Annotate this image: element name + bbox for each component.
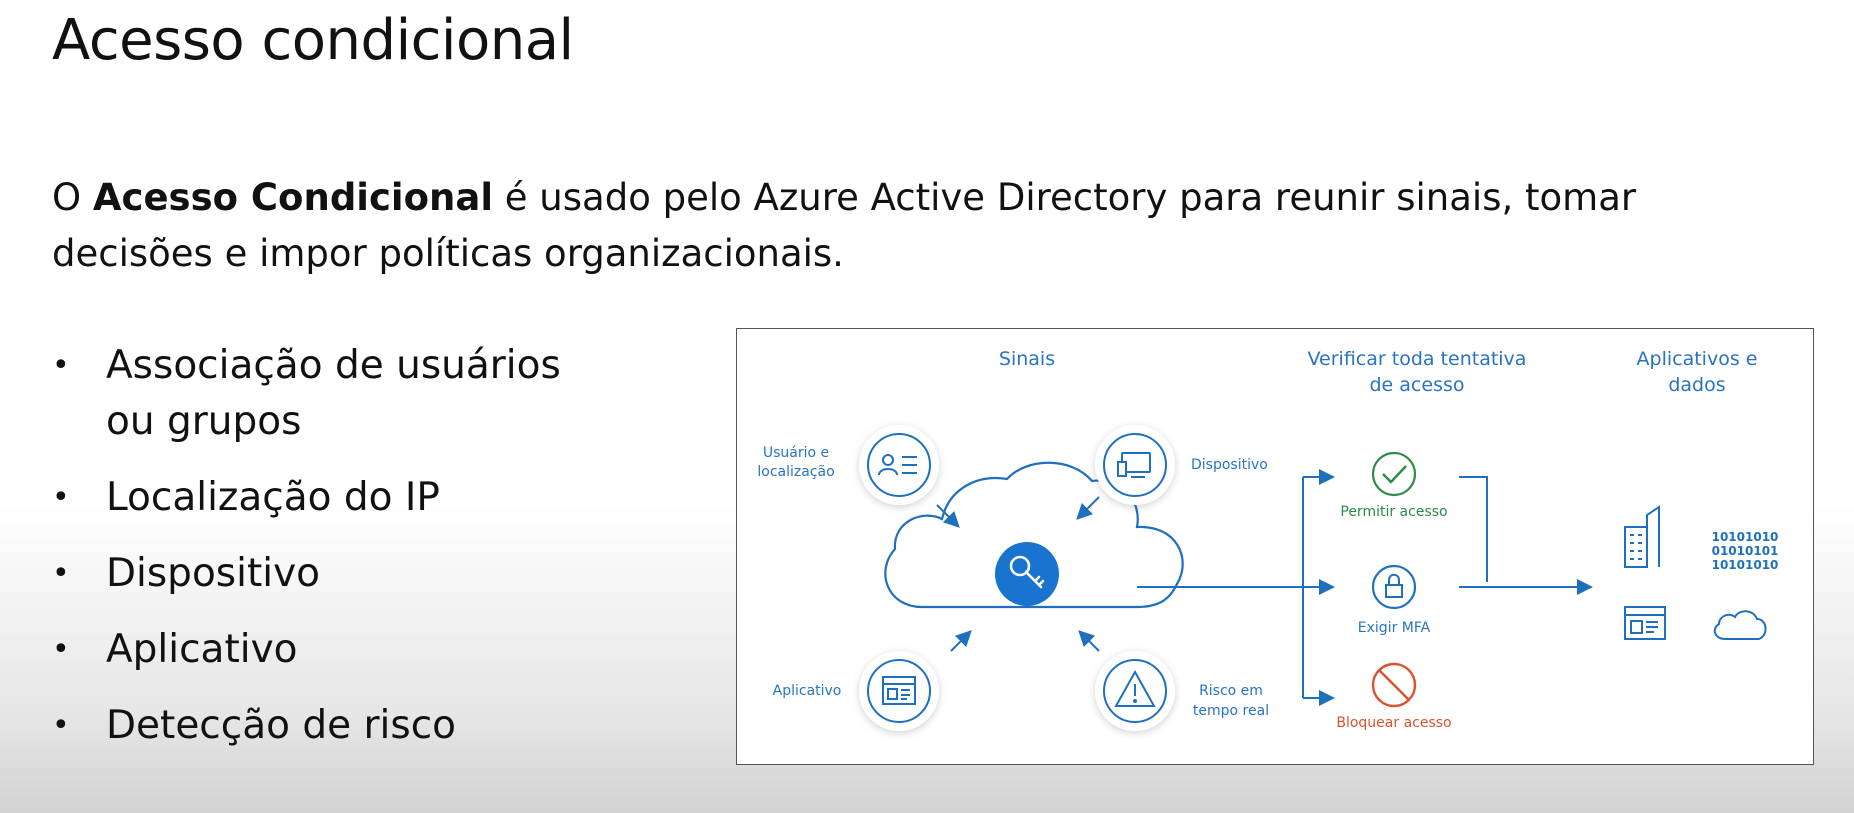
cloud-shape [884,461,1184,609]
decision-block: Bloquear acesso [1336,715,1451,731]
app-signal [859,651,939,731]
bullet-item: • Detecção de risco [52,698,666,754]
bullet-text: Aplicativo [106,627,298,672]
signal-user-line1: Usuário e [763,445,829,461]
binary-data-icon: 10101010 01010101 10101010 [1712,530,1779,572]
building-icon [1624,505,1660,568]
bullet-text: Associação de usuários [106,343,561,388]
cloud-icon [1713,610,1767,640]
intro-prefix: O [52,176,93,219]
decision-mfa: Exigir MFA [1358,620,1431,636]
signal-user-line2: localização [757,464,834,480]
monitor-icon [1117,452,1151,478]
device-signal [1095,425,1175,505]
header-apps-line2: dados [1668,374,1725,396]
binary-row: 01010101 [1712,544,1779,558]
user-location-signal [859,425,939,505]
bullet-item: • Associação de usuários ou grupos [52,338,666,450]
decision-allow: Permitir acesso [1340,504,1447,520]
slide-title: Acesso condicional [52,8,574,73]
bullet-text: Detecção de risco [106,703,456,748]
bullet-dot: • [52,480,70,515]
bullet-text: Dispositivo [106,551,321,596]
bullet-item: • Aplicativo [52,622,666,678]
lock-icon [1371,564,1417,610]
bullet-dot: • [52,708,70,743]
diagram-canvas: Sinais Verificar toda tentativa de acess… [757,348,1779,731]
key-icon [995,542,1059,606]
arrow-app-to-cloud [950,630,972,652]
header-apps-line1: Aplicativos e [1637,348,1758,370]
signal-risk-line1: Risco em [1199,683,1263,699]
connector-allow-to-apps [1459,476,1488,582]
app-window-icon [1624,606,1666,640]
header-verify-line2: de acesso [1370,374,1465,396]
header-signals: Sinais [999,348,1055,370]
user-list-icon [878,454,917,476]
bullet-text: Localização do IP [106,475,440,520]
block-icon [1371,662,1417,708]
app-window-icon [882,676,916,705]
binary-row: 10101010 [1712,530,1779,544]
bullet-list: • Associação de usuários ou grupos • Locali… [52,338,666,754]
intro-paragraph: O Acesso Condicional é usado pelo Azure … [52,170,1752,282]
risk-signal [1095,651,1175,731]
binary-row: 10101010 [1712,558,1779,572]
warning-icon [1114,669,1156,707]
bullet-dot: • [52,348,70,383]
header-verify-line1: Verificar toda tentativa [1308,348,1527,370]
bullet-dot: • [52,632,70,667]
check-icon [1371,451,1417,497]
bullet-dot: • [52,556,70,591]
arrow-risk-to-cloud [1078,630,1100,652]
conditional-access-diagram: Sinais Verificar toda tentativa de acess… [736,328,1814,765]
signal-risk-line2: tempo real [1193,703,1269,719]
arrow-user-to-cloud [936,504,960,528]
arrow-device-to-cloud [1076,496,1100,520]
bullet-item: • Localização do IP [52,470,666,526]
intro-rest: é usado pelo Azure Active Directory para… [52,176,1637,275]
signal-app: Aplicativo [773,683,842,699]
bullet-text-line2: ou grupos [106,399,302,444]
bullet-item: • Dispositivo [52,546,666,602]
signal-device: Dispositivo [1191,457,1268,473]
intro-bold-term: Acesso Condicional [92,176,494,219]
